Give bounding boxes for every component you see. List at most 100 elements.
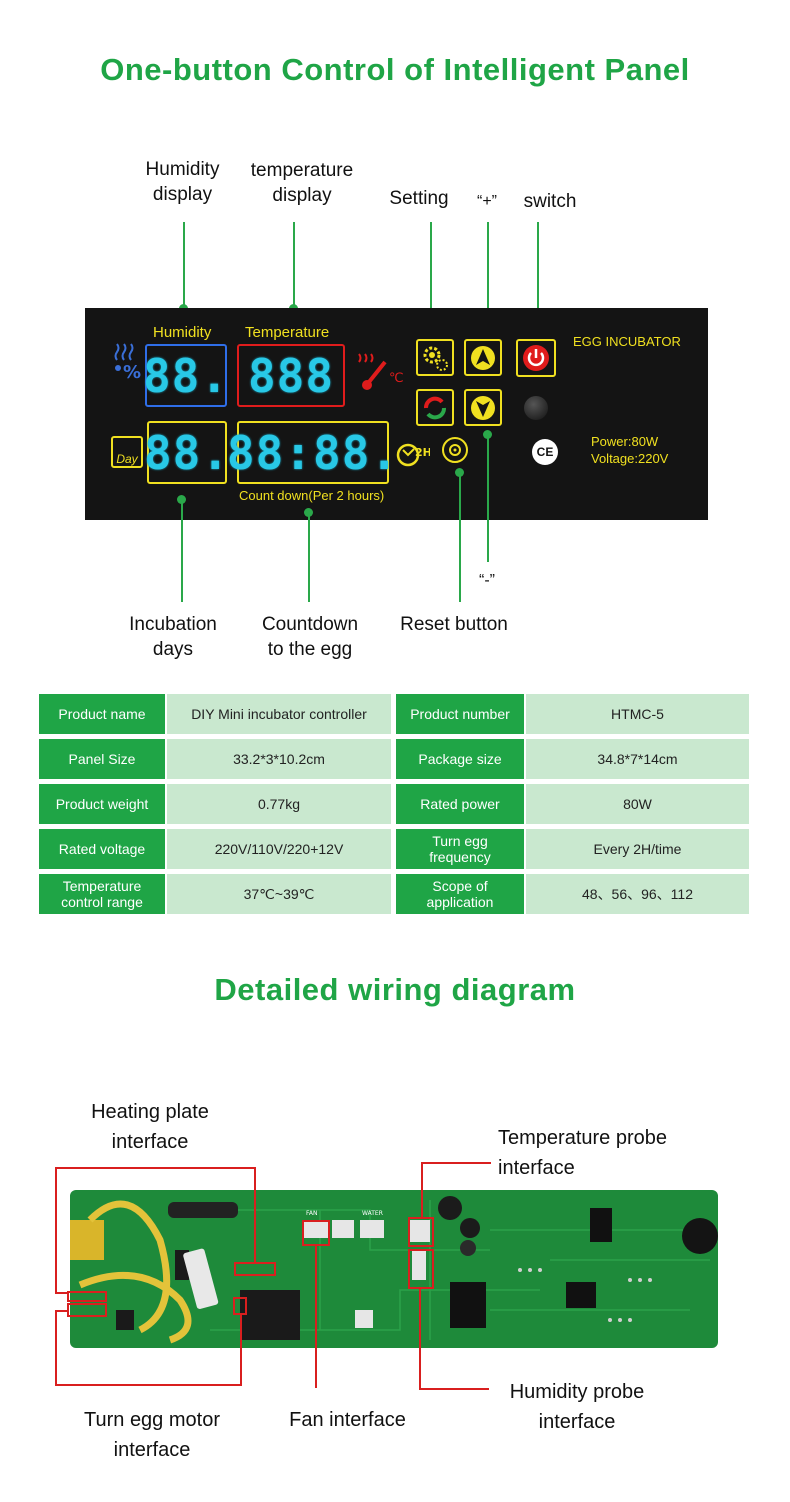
heating-plate-connector-box [234,1262,276,1276]
svg-text:WATER: WATER [362,1210,383,1217]
spec-value: DIY Mini incubator controller [167,694,391,734]
callout-switch: switch [523,191,577,212]
indicator-lamp [524,396,548,420]
spec-name: Rated power [396,784,524,824]
red-leader [254,1167,256,1263]
spec-name: Product number [396,694,524,734]
red-leader [419,1388,489,1390]
leader-temperature [293,222,295,308]
refresh-icon [424,396,446,419]
power-switch-button[interactable] [516,339,556,377]
timer-2h-icon: 2H [396,440,432,470]
leader-dot [455,468,464,477]
control-panel: % Humidity 88. Temperature 888 ℃ Day 88.… [85,308,708,520]
red-leader [55,1197,57,1293]
minus-button[interactable] [464,389,502,426]
red-leader [240,1313,242,1386]
callout-turn-egg-motor: Turn egg motor interface [84,1409,220,1461]
brand-label: EGG INCUBATOR [573,334,681,349]
leader-dot [304,508,313,517]
temperature-label: Temperature [245,324,330,341]
spec-value: Every 2H/time [526,829,749,869]
callout-plus: “+” [477,193,497,210]
arrow-up-icon [471,345,495,370]
leader-minus [487,435,489,562]
humidity-label: Humidity [153,324,212,341]
heating-plate-terminal-box [67,1291,107,1302]
leader-plus [487,222,489,326]
reset-button[interactable] [442,437,468,463]
spec-name: Turn egg frequency [396,829,524,869]
setting-button[interactable] [416,339,454,376]
power-rating: Power:80W [591,434,659,449]
spec-value: 37℃~39℃ [167,874,391,914]
leader-humidity [183,222,185,308]
svg-text:FAN: FAN [306,1210,318,1217]
spec-name: Product weight [39,784,165,824]
callout-temperature-display: temperature display [250,160,354,206]
leader-countdown [308,513,310,602]
spec-value: 0.77kg [167,784,391,824]
refresh-button[interactable] [416,389,454,426]
countdown-display: 88:88. [227,421,398,484]
turn-egg-motor-terminal-box [67,1303,107,1317]
red-leader [55,1310,57,1386]
callout-temperature-probe: Temperature probe interface [498,1127,667,1179]
temperature-probe-connector-box [408,1217,434,1247]
voltage-rating: Voltage:220V [591,451,669,466]
arrow-down-icon [471,395,495,420]
red-leader [315,1246,317,1388]
svg-text:%: % [123,362,141,380]
power-icon [523,345,549,371]
callout-humidity-display: Humidity display [145,159,220,205]
callout-minus: “-” [479,572,495,589]
callout-incubation-days: Incubation days [129,614,217,660]
calendar-icon: Day [111,436,143,468]
svg-text:2H: 2H [415,446,430,459]
spec-value: 80W [526,784,749,824]
spec-value: 220V/110V/220+12V [167,829,391,869]
callout-countdown: Countdown to the egg [261,614,359,660]
red-leader [55,1384,241,1386]
spec-name: Panel Size [39,739,165,779]
red-leader [421,1162,491,1164]
red-leader [55,1167,255,1169]
spec-value: 48、56、96、112 [526,874,749,914]
spec-value: 34.8*7*14cm [526,739,749,779]
humidity-icon: % [111,340,145,383]
spec-name: Product name [39,694,165,734]
leader-setting [430,222,432,326]
callout-fan: Fan interface [289,1409,406,1431]
callout-reset-button: Reset button [400,614,508,635]
callout-humidity-probe: Humidity probe interface [509,1381,645,1433]
temperature-display: 888 [237,344,345,407]
red-leader [55,1167,57,1199]
plus-button[interactable] [464,339,502,376]
red-leader [55,1310,67,1312]
days-display: 88. [144,421,229,484]
leader-dot [177,495,186,504]
humidity-display: 88. [143,344,228,407]
leader-reset [459,473,461,602]
pcb-graphic: FAN WATER [70,1196,718,1344]
thermometer-icon: ℃ [357,352,404,392]
spec-name: Temperature control range [39,874,165,914]
humidity-probe-connector-box [408,1249,434,1289]
section-title-wiring: Detailed wiring diagram [214,972,576,1007]
section-title-panel: One-button Control of Intelligent Panel [100,52,690,87]
callout-heating-plate: Heating plate interface [91,1101,209,1153]
red-leader [421,1162,423,1218]
ce-mark: CE [532,439,558,465]
countdown-caption: Count down(Per 2 hours) [239,488,385,503]
gear-icon [423,346,448,371]
pcb-board: FAN WATER [70,1190,718,1348]
spec-value: 33.2*3*10.2cm [167,739,391,779]
leader-switch [537,222,539,326]
day-badge-text: Day [116,452,138,466]
svg-text:℃: ℃ [389,371,403,386]
spec-value: HTMC-5 [526,694,749,734]
callout-setting: Setting [389,188,449,209]
leader-dot [483,430,492,439]
turn-egg-motor-connector-box [233,1297,247,1315]
red-leader [419,1289,421,1389]
